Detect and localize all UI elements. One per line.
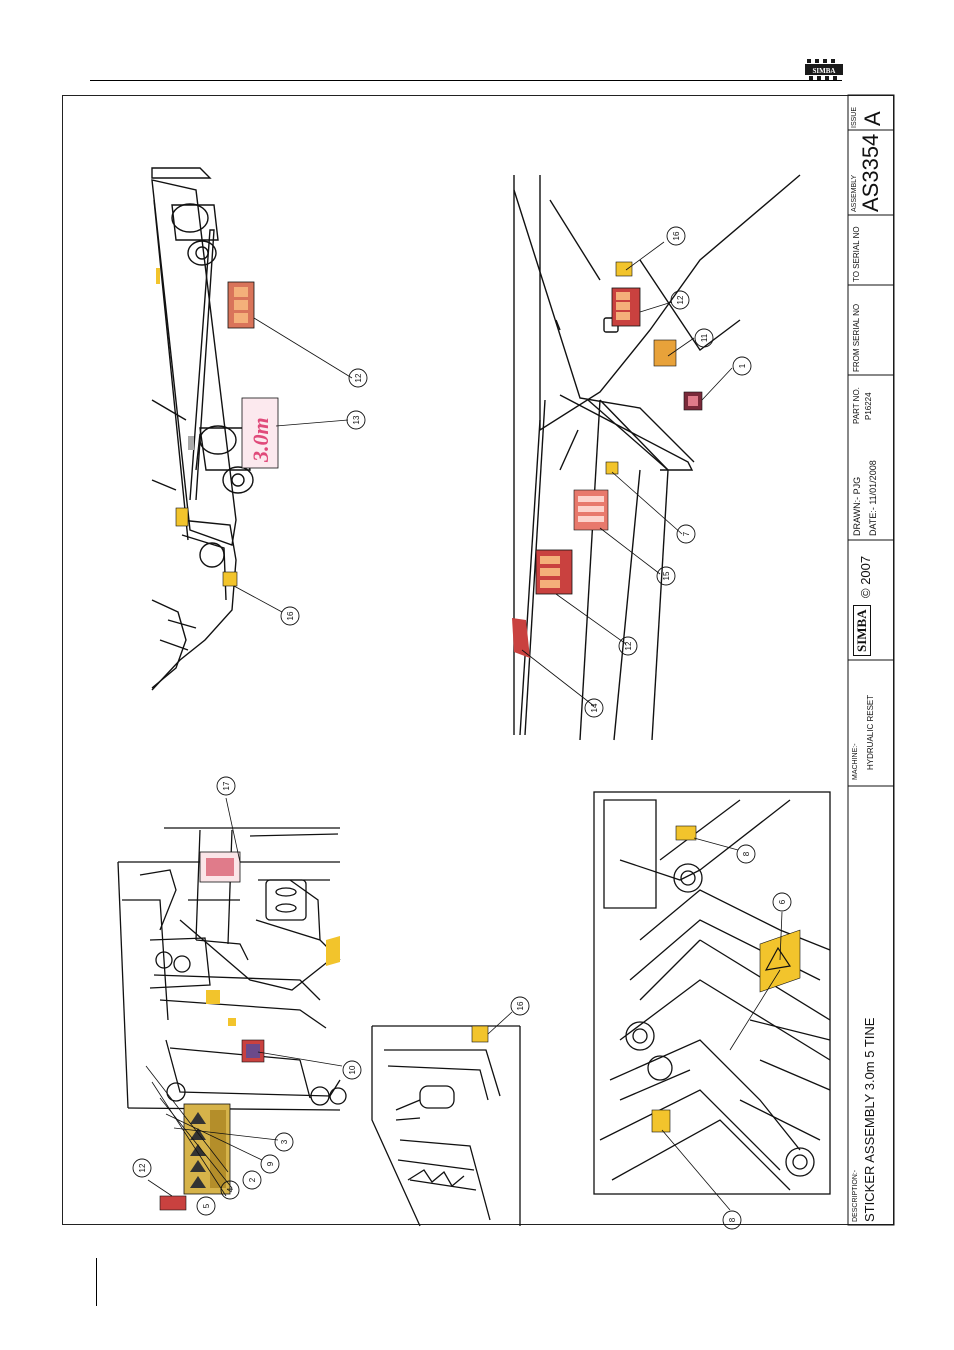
callout-16a-number: 16	[286, 611, 295, 620]
sticker-small-yellow	[156, 268, 160, 284]
sticker-10	[242, 1040, 264, 1062]
callout-11-number: 11	[700, 333, 709, 342]
sticker-12-frame	[228, 282, 254, 328]
sticker-12-linkage	[160, 1196, 186, 1210]
title-logo: SIMBA	[853, 605, 871, 656]
sticker-yellow-frame	[176, 508, 188, 526]
callout-9-number: 9	[266, 1161, 275, 1166]
callout-1-number: 1	[738, 363, 747, 368]
issue-value: A	[860, 111, 886, 126]
sticker-linkage-small	[228, 1018, 236, 1026]
callout-12c-number: 12	[624, 641, 633, 650]
ram-view	[594, 792, 830, 1194]
callout-12b-number: 12	[676, 295, 685, 304]
assembly-value: AS3354	[858, 134, 884, 212]
copyright: © 2007	[858, 556, 873, 598]
leaders-linkage	[146, 798, 342, 1196]
callout-3-number: 3	[280, 1139, 289, 1144]
callout-8b-number: 8	[728, 1217, 737, 1222]
sticker-16-inset	[472, 1026, 488, 1042]
sticker-linkage-yellow	[206, 990, 220, 1004]
callout-14-number: 14	[590, 703, 599, 712]
callout-8a-number: 8	[742, 851, 751, 856]
callout-12d-number: 12	[138, 1163, 147, 1172]
sticker-8-bottom	[652, 1110, 670, 1132]
callout-5-number: 5	[202, 1203, 211, 1208]
warning-sticker-panel	[184, 1104, 230, 1194]
callout-4-number: 4	[226, 1187, 235, 1192]
callout-15-number: 15	[662, 571, 671, 580]
callout-13-number: 13	[352, 415, 361, 424]
drawn-date: DATE:- 11/01/2008	[868, 460, 878, 536]
callout-17-number: 17	[222, 781, 231, 790]
sticker-16-top	[223, 572, 237, 586]
description-value: STICKER ASSEMBLY 3.0m 5 TINE	[862, 1018, 877, 1222]
sticker-13-width-decal: 3.0m	[242, 398, 278, 468]
callout-bubbles	[133, 227, 791, 1229]
width-decal-text: 3.0m	[248, 417, 273, 463]
callout-10-number: 10	[348, 1065, 357, 1074]
callout-16c-number: 16	[516, 1001, 525, 1010]
sticker-linkage-side	[326, 936, 340, 966]
tine-beam-view	[514, 175, 800, 740]
bracket-inset-view	[372, 1026, 520, 1226]
part-no-label: PART NO.	[852, 387, 861, 424]
sticker-15	[574, 490, 608, 530]
description-label: DESCRIPTION:-	[852, 1170, 859, 1222]
callout-12a-number: 12	[354, 373, 363, 382]
callout-6-number: 6	[778, 899, 787, 904]
sticker-12-beam-2	[536, 550, 572, 594]
machine-value: HYDRUALIC RESET	[866, 695, 875, 770]
sticker-17	[200, 852, 240, 882]
callout-7-number: 7	[682, 531, 691, 536]
beam-end	[550, 175, 560, 183]
machine-label: MACHINE:-	[852, 743, 859, 780]
drawn-by: DRAWN:- PJG	[852, 477, 862, 536]
frame-view-top	[152, 168, 253, 690]
sticker-8-top	[676, 826, 696, 840]
callout-16b-number: 16	[672, 231, 681, 240]
sticker-6	[760, 930, 800, 992]
from-serial-label: FROM SERIAL NO	[852, 304, 861, 372]
callout-2-number: 2	[248, 1177, 257, 1182]
leader-16-inset	[488, 1012, 512, 1034]
to-serial-label: TO SERIAL NO	[852, 226, 861, 282]
assembly-label: ASSEMBLY	[851, 175, 858, 212]
issue-label: ISSUE	[851, 107, 858, 128]
frame-shade	[188, 436, 194, 450]
sticker-16-beam	[616, 262, 632, 276]
sticker-12-beam	[612, 288, 640, 326]
sticker-1	[684, 392, 702, 410]
part-no-value: P16224	[864, 392, 873, 420]
